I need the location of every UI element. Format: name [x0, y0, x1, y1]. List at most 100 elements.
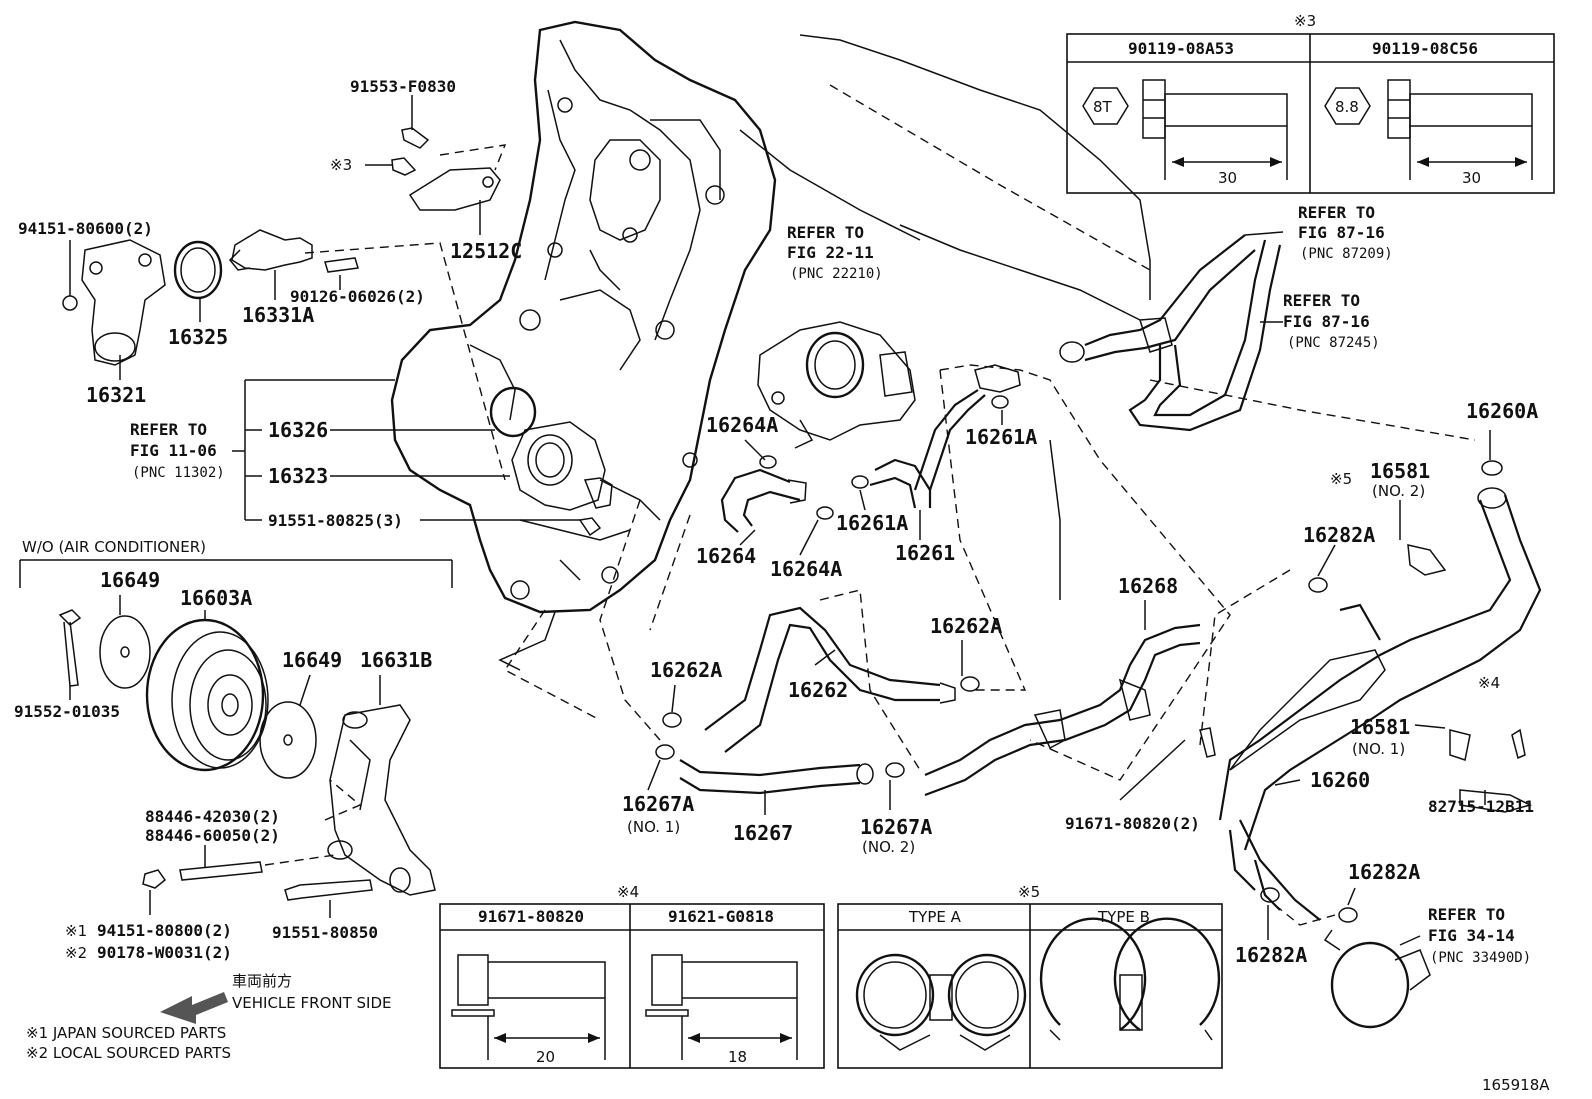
mark-4-table: ※4 [617, 883, 639, 901]
hex-head-icon [1082, 87, 1129, 125]
label-16282a-top: 16282A [1303, 523, 1375, 547]
ref-34-14-line1: REFER TO [1428, 905, 1505, 924]
label-no1-left: (NO. 1) [627, 818, 680, 836]
engine-outline-4 [1049, 439, 1061, 600]
ref-11-06-line3: (PNC 11302) [132, 465, 225, 481]
mark-2-nut: ※2 [65, 944, 87, 962]
engine-outline-dash [829, 84, 1151, 271]
timing-cover-illustration [390, 20, 777, 614]
label-16262a-left: 16262A [650, 658, 722, 682]
label-16261a-left: 16261A [836, 511, 908, 535]
engine-outline-2 [739, 129, 921, 241]
label-90126-06026: 90126-06026(2) [290, 287, 425, 306]
label-16264a-top: 16264A [706, 413, 778, 437]
table4-length1: 20 [536, 1048, 555, 1066]
label-16331a: 16331A [242, 303, 314, 327]
table3-grade1: 8T [1093, 98, 1113, 116]
thermostat-group [62, 127, 501, 366]
group-label-wo-ac: W/O (AIR CONDITIONER) [22, 538, 206, 556]
table4-col2-header: 91621-G0818 [668, 907, 774, 926]
label-90178-w0031: 90178-W0031(2) [97, 943, 232, 962]
label-16268: 16268 [1118, 574, 1178, 598]
drawing-id: 165918A [1482, 1076, 1550, 1094]
part-labels: 91553-F0830 12512C 90126-06026(2) 94151-… [14, 77, 1538, 967]
ref-87-16b-line2: FIG 87-16 [1283, 312, 1370, 331]
table3-col1-header: 90119-08A53 [1128, 39, 1234, 58]
reference-marks: ※3 ※3 ※4 ※4 ※5 ※5 ※1 ※2 [65, 12, 1500, 962]
hex-head-icon [1324, 87, 1371, 125]
label-16649-right: 16649 [282, 648, 342, 672]
table3-grade2: 8.8 [1335, 98, 1359, 116]
table4-length2: 18 [728, 1048, 747, 1066]
label-no2-bottom: (NO. 2) [862, 838, 915, 856]
label-16262: 16262 [788, 678, 848, 702]
leader-lines [19, 95, 1491, 946]
ref-87-16b-line1: REFER TO [1283, 291, 1360, 310]
mark-3-bolt: ※3 [330, 156, 352, 174]
label-16261: 16261 [895, 541, 955, 565]
label-91551-80850: 91551-80850 [272, 923, 378, 942]
label-16260: 16260 [1310, 768, 1370, 792]
mark-5-table: ※5 [1018, 883, 1040, 901]
label-16581-bottom: 16581 [1350, 715, 1410, 739]
table5-col1-header: TYPE A [908, 908, 962, 926]
table3-length1: 30 [1218, 169, 1237, 187]
label-16323: 16323 [268, 464, 328, 488]
label-16649-left: 16649 [100, 568, 160, 592]
label-12512c: 12512C [450, 239, 522, 263]
ref-22-11-line1: REFER TO [787, 223, 864, 242]
reference-notes: REFER TO FIG 22-11 (PNC 22210) REFER TO … [130, 203, 1531, 966]
label-16267a-left: 16267A [622, 792, 694, 816]
mark-5-clamp: ※5 [1330, 470, 1352, 488]
ref-34-14-line3: (PNC 33490D) [1430, 950, 1531, 966]
ref-87-16a-line2: FIG 87-16 [1298, 223, 1385, 242]
clamp-type-table-5: TYPE A TYPE B [837, 903, 1223, 1069]
label-16325: 16325 [168, 325, 228, 349]
ref-87-16a-line3: (PNC 87209) [1300, 246, 1393, 262]
bolt-spec-table-4: 91671-80820 91621-G0818 20 18 [439, 903, 825, 1069]
label-94151-80800: 94151-80800(2) [97, 921, 232, 940]
direction-en: VEHICLE FRONT SIDE [232, 994, 392, 1012]
dashed-leaders [264, 144, 1476, 926]
label-16260a: 16260A [1466, 399, 1538, 423]
table3-length2: 30 [1462, 169, 1481, 187]
hose-clamps [578, 395, 1533, 923]
ref-34-14-line2: FIG 34-14 [1428, 926, 1515, 945]
ref-22-11-line2: FIG 22-11 [787, 243, 874, 262]
label-91671-80820: 91671-80820(2) [1065, 814, 1200, 833]
label-16603a: 16603A [180, 586, 252, 610]
label-16261a-right: 16261A [965, 425, 1037, 449]
legend-japan-sourced: ※1 JAPAN SOURCED PARTS [26, 1024, 226, 1042]
label-94151-80600: 94151-80600(2) [18, 219, 153, 238]
legend-local-sourced: ※2 LOCAL SOURCED PARTS [26, 1044, 231, 1062]
table4-col1-header: 91671-80820 [478, 907, 584, 926]
label-16262a-right: 16262A [930, 614, 1002, 638]
label-16267: 16267 [733, 821, 793, 845]
clamp-type-b-icon [1039, 917, 1147, 1031]
ref-22-11-line3: (PNC 22210) [790, 266, 883, 282]
ref-11-06-line2: FIG 11-06 [130, 441, 217, 460]
label-16264a-bottom: 16264A [770, 557, 842, 581]
hoses [679, 234, 1542, 1029]
table3-col2-header: 90119-08C56 [1372, 39, 1478, 58]
label-16581-top: 16581 [1370, 459, 1430, 483]
mark-3-table: ※3 [1294, 12, 1316, 30]
label-88446-60050: 88446-60050(2) [145, 826, 280, 845]
label-16326: 16326 [268, 418, 328, 442]
label-91552-01035: 91552-01035 [14, 702, 120, 721]
direction-jp: 車両前方 [232, 972, 292, 990]
label-91553-f0830: 91553-F0830 [350, 77, 456, 96]
label-82715-12b11: 82715-12B11 [1428, 797, 1534, 816]
engine-outline-5 [498, 611, 556, 671]
ref-87-16b-line3: (PNC 87245) [1287, 335, 1380, 351]
bolt-spec-table-3: 90119-08A53 90119-08C56 8T 30 8.8 30 [1066, 33, 1555, 194]
label-16631b: 16631B [360, 648, 432, 672]
vehicle-front-arrow-icon [160, 992, 228, 1024]
engine-outline-3 [899, 224, 1141, 321]
label-16282a-right: 16282A [1348, 860, 1420, 884]
label-no1-right: (NO. 1) [1352, 740, 1405, 758]
label-16267a-right: 16267A [860, 815, 932, 839]
ref-87-16a-line1: REFER TO [1298, 203, 1375, 222]
label-no2-right: (NO. 2) [1372, 482, 1425, 500]
